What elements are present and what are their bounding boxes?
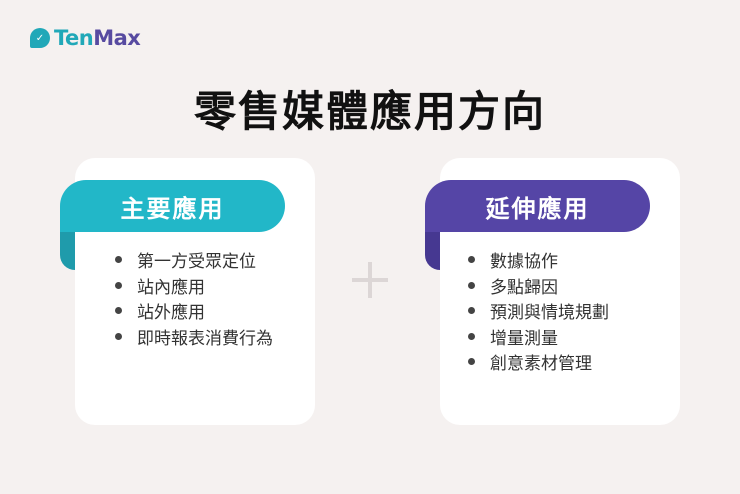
list-item: 多點歸因 <box>468 273 609 299</box>
bullet-icon <box>468 358 475 366</box>
list-item-label: 站外應用 <box>137 303 205 324</box>
bullet-icon <box>468 307 475 315</box>
plus-icon <box>352 262 388 298</box>
ribbon-fold <box>60 222 75 270</box>
logo-max: Max <box>93 26 141 50</box>
bullet-icon <box>468 256 475 264</box>
list-item: 數據協作 <box>468 247 609 273</box>
list-item: 預測與情境規劃 <box>468 298 609 324</box>
bullet-icon <box>115 307 122 315</box>
list-item: 即時報表消費行為 <box>115 324 273 350</box>
list-item-label: 增量測量 <box>490 328 558 349</box>
list-item: 第一方受眾定位 <box>115 247 273 273</box>
list-item-label: 預測與情境規劃 <box>490 303 609 324</box>
primary-applications-heading: 主要應用 <box>60 180 285 232</box>
list-item-label: 多點歸因 <box>490 277 558 298</box>
list-item: 創意素材管理 <box>468 349 609 375</box>
list-item: 增量測量 <box>468 324 609 350</box>
logo-text: TenMax <box>54 26 141 50</box>
ribbon-fold <box>425 222 440 270</box>
list-item: 站內應用 <box>115 273 273 299</box>
logo-ten: Ten <box>54 26 94 50</box>
primary-applications-list: 第一方受眾定位 站內應用 站外應用 即時報表消費行為 <box>115 247 273 349</box>
list-item-label: 第一方受眾定位 <box>137 252 256 273</box>
extended-applications-heading: 延伸應用 <box>425 180 650 232</box>
page-title: 零售媒體應用方向 <box>193 87 546 136</box>
list-item: 站外應用 <box>115 298 273 324</box>
extended-applications-list: 數據協作 多點歸因 預測與情境規劃 增量測量 創意素材管理 <box>468 247 609 375</box>
bullet-icon <box>468 281 475 289</box>
bullet-icon <box>468 332 475 340</box>
list-item-label: 創意素材管理 <box>490 354 592 375</box>
tenmax-logo-icon: ✓ <box>30 28 50 48</box>
list-item-label: 數據協作 <box>490 252 558 273</box>
list-item-label: 站內應用 <box>137 277 205 298</box>
bullet-icon <box>115 281 122 289</box>
list-item-label: 即時報表消費行為 <box>137 328 273 349</box>
logo: ✓ TenMax <box>30 26 141 50</box>
bullet-icon <box>115 332 122 340</box>
bullet-icon <box>115 256 122 264</box>
